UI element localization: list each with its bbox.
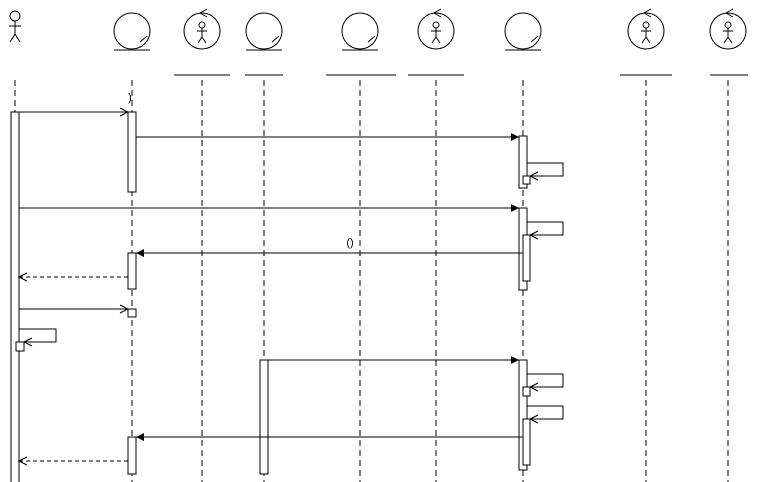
participant-control-3: [326, 12, 396, 76]
message-10: [268, 356, 519, 364]
participant-control-1: [113, 12, 151, 51]
participant-control-4: [504, 12, 542, 51]
participant-boundary-2: [408, 8, 464, 76]
message-12: [527, 405, 564, 424]
participant-control-2: [245, 12, 283, 76]
activation-control-4-nested-b: [522, 234, 531, 282]
activation-control-1-d: [127, 436, 137, 475]
activation-control-4-nested-c: [522, 418, 531, 466]
message-1-label: ): [128, 92, 132, 104]
activation-control-1-b: [127, 252, 137, 290]
activations: [10, 111, 531, 482]
message-5: [527, 221, 564, 240]
activation-actor-self: [15, 341, 25, 352]
activation-actor: [10, 111, 20, 482]
lifelines: [14, 80, 729, 482]
message-9: [19, 328, 57, 347]
participant-boundary-4: [709, 8, 748, 76]
message-6-label: (): [346, 237, 353, 249]
participant-boundary-3: [620, 8, 672, 76]
message-7: [17, 272, 128, 282]
activation-control-4-self-c: [522, 386, 531, 397]
message-11: [527, 373, 564, 392]
message-3: [527, 162, 564, 181]
message-6: (): [136, 237, 523, 257]
message-13: [136, 433, 523, 441]
activation-control-4-c: [518, 359, 528, 471]
activation-control-1-c: [127, 308, 137, 318]
activation-control-2: [259, 359, 269, 475]
participant-boundary-1: [174, 8, 230, 76]
message-8: [19, 304, 130, 314]
message-4: [19, 204, 519, 212]
message-14: [17, 456, 128, 466]
participant-actor: [9, 10, 21, 43]
message-2: [136, 133, 519, 141]
activation-control-1-a: [127, 111, 137, 193]
message-1: ): [19, 92, 132, 117]
activation-control-4-a: [518, 135, 528, 189]
activation-control-4-self-a: [522, 175, 531, 185]
